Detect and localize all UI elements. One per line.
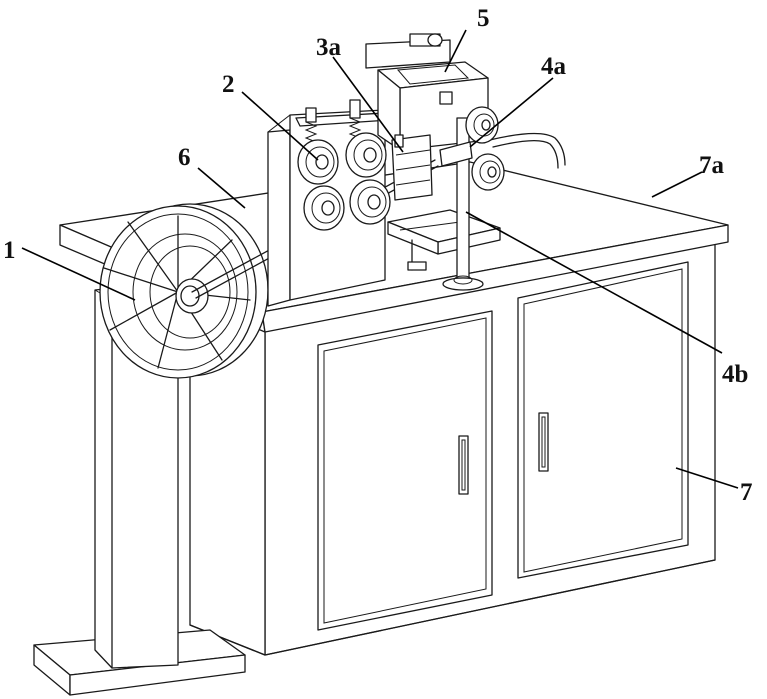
label-1: 1 bbox=[3, 237, 16, 264]
label-7: 7 bbox=[740, 479, 753, 506]
label-7a: 7a bbox=[699, 152, 725, 179]
label-5: 5 bbox=[477, 5, 490, 32]
leader-7a bbox=[652, 172, 702, 197]
label-2: 2 bbox=[222, 71, 235, 98]
label-3a: 3a bbox=[316, 34, 342, 61]
wire-reel bbox=[100, 204, 268, 378]
label-4a: 4a bbox=[541, 53, 567, 80]
label-6: 6 bbox=[178, 144, 191, 171]
label-4b: 4b bbox=[722, 361, 748, 388]
